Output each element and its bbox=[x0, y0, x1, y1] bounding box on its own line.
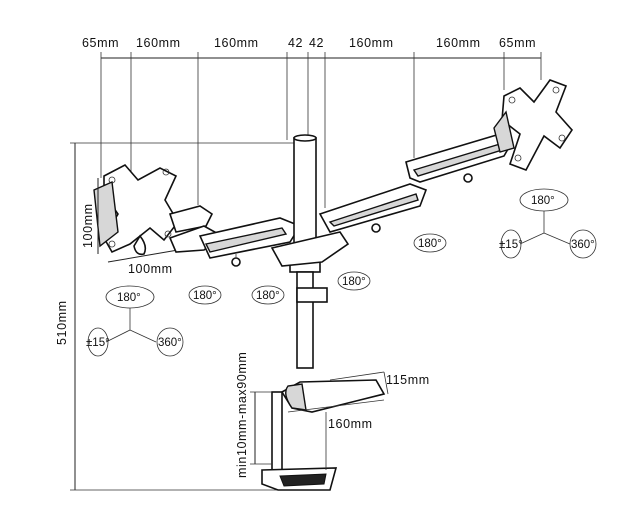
dim-right-arm-inner: 160mm bbox=[349, 36, 394, 50]
left-head-swivel: 180° bbox=[117, 292, 141, 304]
left-head-tilt: ±15° bbox=[86, 337, 110, 349]
dim-pole-left: 42 bbox=[288, 36, 303, 50]
total-height-dimension: 510mm bbox=[55, 142, 296, 491]
right-vesa-plate bbox=[493, 79, 574, 171]
top-dimension-lines bbox=[100, 52, 542, 208]
right-head-swivel: 180° bbox=[531, 195, 555, 207]
rotation-arm-joint-2: 180° bbox=[256, 290, 280, 302]
dim-left-plate-offset: 65mm bbox=[82, 36, 119, 50]
rotation-arm-joint-1: 180° bbox=[193, 290, 217, 302]
dim-right-arm-outer: 160mm bbox=[436, 36, 481, 50]
left-head-rotate: 360° bbox=[158, 337, 182, 349]
rotation-arm-joint-3: 180° bbox=[342, 276, 366, 288]
rotation-indicators: 180° 180° 180° 180° 180° ±15° 360° 180° … bbox=[86, 188, 597, 357]
central-pole bbox=[270, 134, 350, 369]
total-height-label: 510mm bbox=[55, 300, 69, 345]
left-arm-segments bbox=[168, 205, 302, 267]
top-dimension-labels: 65mm 160mm 160mm 42 42 160mm 160mm 65mm bbox=[82, 36, 536, 50]
vesa-height-label: 100mm bbox=[81, 203, 95, 248]
dim-pole-right: 42 bbox=[309, 36, 324, 50]
desk-clamp: 115mm 160mm min10mm-max90mm bbox=[235, 352, 430, 491]
right-head-tilt: ±15° bbox=[499, 239, 523, 251]
desk-thickness-label: min10mm-max90mm bbox=[235, 352, 249, 478]
dim-left-arm-outer: 160mm bbox=[136, 36, 181, 50]
rotation-arm-joint-4: 180° bbox=[418, 238, 442, 250]
right-head-rotate: 360° bbox=[571, 239, 595, 251]
dim-right-plate-offset: 65mm bbox=[499, 36, 536, 50]
clamp-width-label: 160mm bbox=[328, 417, 373, 431]
clamp-depth-label: 115mm bbox=[386, 373, 430, 387]
dim-left-arm-inner: 160mm bbox=[214, 36, 259, 50]
right-arm-segments bbox=[318, 133, 514, 233]
left-vesa-plate: 100mm 100mm bbox=[81, 163, 179, 276]
vesa-width-label: 100mm bbox=[128, 262, 173, 276]
